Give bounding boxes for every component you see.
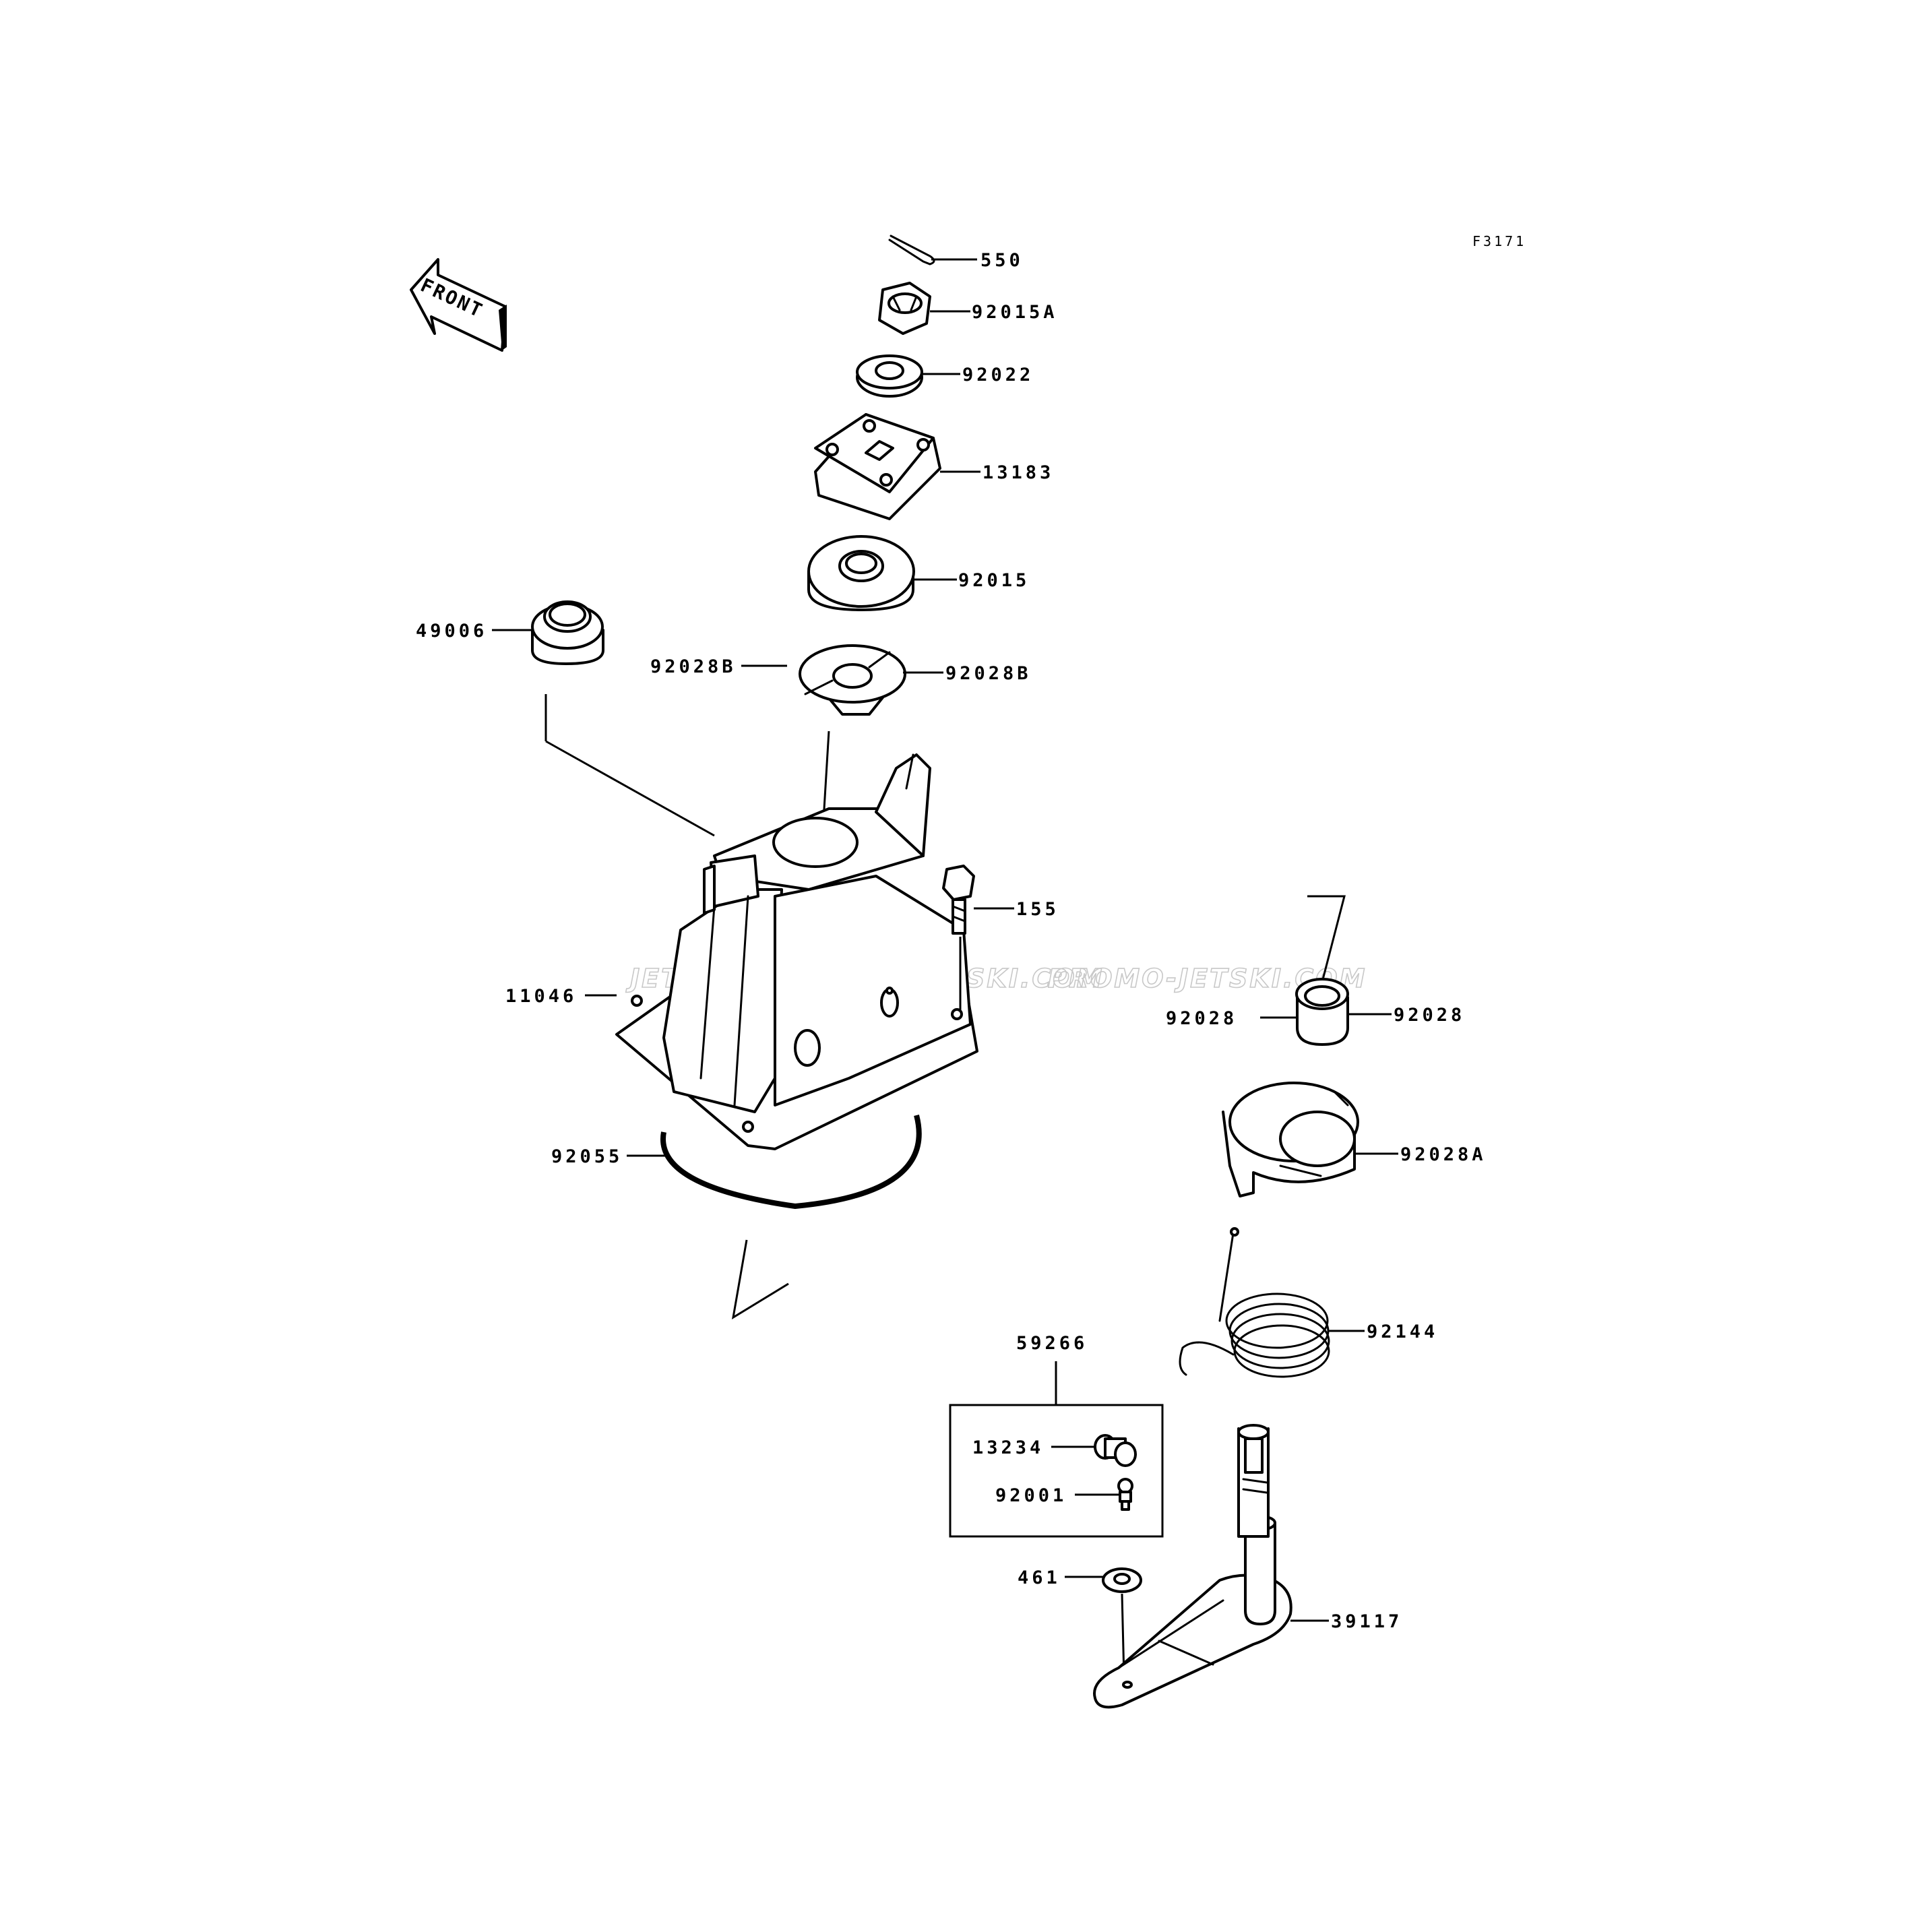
- label-92028-left: 92028: [1166, 1008, 1237, 1029]
- label-13183: 13183: [983, 462, 1054, 483]
- label-155: 155: [1016, 899, 1059, 920]
- split-collar-part[interactable]: [799, 644, 906, 716]
- rubber-mount-part[interactable]: [807, 535, 915, 611]
- label-92028-right: 92028: [1394, 1005, 1465, 1026]
- collar-part[interactable]: [1222, 1082, 1359, 1197]
- label-92028b-right: 92028B: [945, 663, 1032, 684]
- label-461: 461: [1018, 1567, 1061, 1588]
- small-washer-part[interactable]: [1102, 1567, 1142, 1593]
- cap-part[interactable]: [531, 600, 604, 665]
- label-13234: 13234: [972, 1437, 1044, 1458]
- housing-part[interactable]: [615, 753, 978, 1150]
- label-92028b-left: 92028B: [650, 656, 737, 677]
- label-92015: 92015: [958, 570, 1030, 591]
- spring-part[interactable]: [1179, 1227, 1330, 1378]
- washer-part[interactable]: [856, 354, 923, 398]
- label-92022: 92022: [962, 365, 1034, 385]
- bolt-part[interactable]: [942, 865, 975, 935]
- label-92144: 92144: [1367, 1321, 1438, 1342]
- label-550: 550: [980, 250, 1024, 271]
- cotter-pin-part[interactable]: [888, 235, 935, 266]
- o-ring-part[interactable]: [660, 1114, 922, 1210]
- label-92055: 92055: [551, 1146, 623, 1167]
- label-92001: 92001: [995, 1485, 1067, 1506]
- kit-box: [949, 1404, 1164, 1538]
- label-39117: 39117: [1331, 1611, 1402, 1632]
- label-11046: 11046: [505, 986, 577, 1007]
- lever-part[interactable]: [1093, 1424, 1292, 1709]
- castle-nut-part[interactable]: [878, 282, 931, 335]
- plate-part[interactable]: [814, 413, 941, 520]
- label-92028a: 92028A: [1400, 1144, 1487, 1165]
- diagram-code: F3171: [1472, 233, 1526, 249]
- label-92015a: 92015A: [972, 302, 1058, 323]
- front-arrow-icon: FRONT: [410, 258, 507, 352]
- bush-part[interactable]: [1295, 978, 1349, 1046]
- grease-fitting-part[interactable]: [1117, 1478, 1133, 1511]
- label-59266: 59266: [1016, 1333, 1088, 1354]
- label-49006: 49006: [416, 621, 487, 642]
- nipple-part[interactable]: [1094, 1434, 1137, 1467]
